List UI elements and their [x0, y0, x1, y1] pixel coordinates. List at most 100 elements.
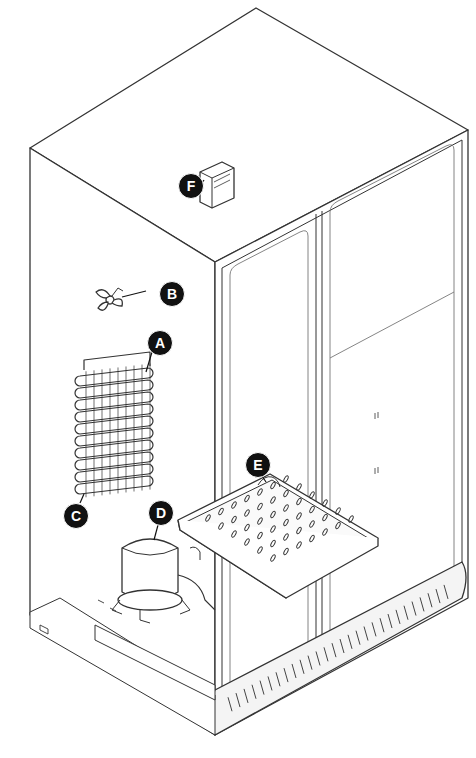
door-handle-mark: [375, 412, 378, 474]
tray-hole: [296, 527, 302, 535]
grille-slot: [372, 622, 376, 636]
callout-letter: E: [245, 452, 271, 478]
tray-hole: [257, 503, 263, 511]
tray-hole: [257, 517, 263, 525]
grille-slot: [332, 643, 336, 657]
condenser-coil: [75, 352, 153, 497]
callout-letter: B: [159, 281, 185, 307]
grille-slot: [284, 668, 288, 682]
base-plate-details: [40, 600, 116, 634]
tray-hole: [270, 482, 276, 490]
coil-wire: [118, 367, 119, 493]
coil-wire: [134, 366, 135, 492]
coil-tube: [75, 428, 153, 446]
tray-hole: [296, 483, 302, 491]
grille-slot: [348, 635, 352, 649]
coil-wire: [102, 369, 103, 495]
grille-slot: [324, 647, 328, 661]
tray-hole: [322, 514, 328, 522]
base-plinth: [210, 562, 466, 735]
coil-pipe: [84, 352, 150, 370]
tray-hole: [296, 541, 302, 549]
tray-hole: [270, 511, 276, 519]
tray-hole: [270, 554, 276, 562]
grille-slot: [292, 664, 296, 678]
grille-slot: [252, 685, 256, 699]
coil-tube: [75, 464, 153, 482]
tray-hole: [218, 522, 224, 530]
tray-hole: [283, 504, 289, 512]
fan: [96, 288, 123, 310]
tray-hole: [296, 498, 302, 506]
callout-letter: A: [147, 330, 173, 356]
tray-hole: [335, 522, 341, 530]
coil-tube: [75, 476, 153, 494]
grille-slot: [436, 589, 440, 603]
door-shelf-line: [330, 292, 454, 358]
grille-slot: [356, 631, 360, 645]
coil-tube: [75, 368, 153, 386]
grille-slot: [364, 627, 368, 641]
grille-slot: [300, 660, 304, 674]
control-module: [200, 162, 234, 208]
coil-wire: [126, 366, 127, 492]
grille-slot: [404, 606, 408, 620]
tray-hole: [270, 496, 276, 504]
grille-slot: [388, 614, 392, 628]
tray-hole: [231, 516, 237, 524]
grille-slot: [444, 585, 448, 599]
grille-slot: [412, 602, 416, 616]
tray-hole: [322, 528, 328, 536]
freezer-door-panel: [230, 231, 308, 710]
coil-tube: [75, 392, 153, 410]
tray-hole: [283, 490, 289, 498]
tray-hole: [296, 512, 302, 520]
tray-hole: [231, 501, 237, 509]
tray-hole: [231, 530, 237, 538]
door-divider: [316, 211, 322, 668]
coil-wire: [94, 370, 95, 496]
coil-wire: [110, 368, 111, 494]
tray-hole: [270, 540, 276, 548]
tray-hole: [205, 514, 211, 522]
grille-slot: [268, 676, 272, 690]
grille-slot: [428, 593, 432, 607]
grille-slot: [308, 656, 312, 670]
callout-letter: C: [63, 503, 89, 529]
drip-tray: [178, 474, 378, 598]
grille-slot: [420, 597, 424, 611]
grille-slot: [228, 697, 232, 711]
tray-hole: [244, 509, 250, 517]
tray-hole: [257, 532, 263, 540]
tray-hole: [322, 499, 328, 507]
coil-tube: [75, 416, 153, 434]
base-grille: [228, 585, 448, 711]
base-plate: [30, 598, 215, 735]
cabinet-side: [30, 148, 215, 735]
coil-wire: [150, 364, 151, 490]
tray-hole: [257, 488, 263, 496]
coil-wire: [142, 365, 143, 491]
coil-tube: [75, 380, 153, 398]
grille-slot: [236, 693, 240, 707]
coil-tube: [75, 404, 153, 422]
tray-hole: [283, 519, 289, 527]
grille-slot: [276, 672, 280, 686]
tray-hole: [270, 525, 276, 533]
grille-slot: [316, 651, 320, 665]
grille-slot: [396, 610, 400, 624]
tray-hole: [244, 524, 250, 532]
fridge-door-panel: [330, 145, 454, 648]
grille-slot: [340, 639, 344, 653]
coil-tube: [75, 452, 153, 470]
tray-hole: [283, 548, 289, 556]
tray-hole: [309, 520, 315, 528]
tray-hole: [335, 507, 341, 515]
tray-hole: [283, 475, 289, 483]
tray-hole: [348, 515, 354, 523]
tray-hole: [309, 535, 315, 543]
tray-hole: [283, 533, 289, 541]
tray-hole: [257, 546, 263, 554]
